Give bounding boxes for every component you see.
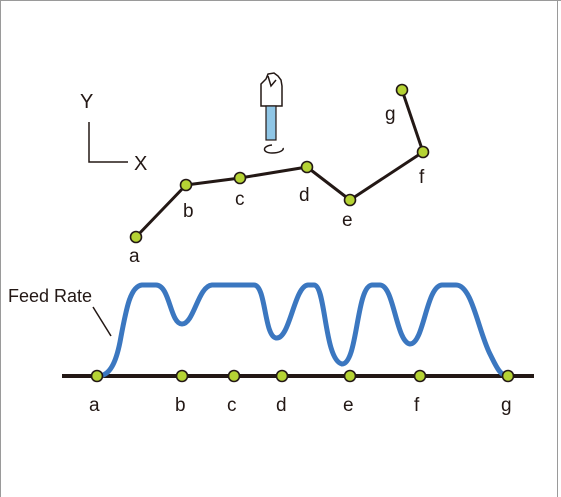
timeline-point-d	[275, 369, 289, 383]
timeline-label-e: e	[343, 395, 354, 416]
toolpath-label-b: b	[183, 201, 194, 222]
feed-rate-label: Feed Rate	[8, 286, 92, 306]
y-axis-label: Y	[80, 91, 93, 113]
toolpath-point-b	[179, 178, 193, 192]
toolpath-label-c: c	[235, 189, 245, 210]
toolpath-point-c	[233, 171, 247, 185]
toolpath-point-a	[129, 230, 143, 244]
toolpath-point-g	[395, 83, 409, 97]
toolpath-label-d: d	[299, 185, 310, 206]
toolpath-point-f	[416, 145, 430, 159]
toolpath-label-g: g	[385, 104, 396, 125]
toolpath-point-d	[300, 160, 314, 174]
timeline-point-g	[501, 369, 515, 383]
toolpath-points	[129, 83, 430, 244]
x-axis-label: X	[134, 153, 147, 175]
timeline-labels: a b c d e f g	[89, 395, 512, 416]
timeline-points	[90, 369, 515, 383]
timeline-point-b	[175, 369, 189, 383]
timeline-point-a	[90, 369, 104, 383]
toolpath-label-f: f	[419, 167, 425, 188]
feed-rate-curve	[95, 282, 511, 379]
toolpath-point-e	[343, 193, 357, 207]
timeline-label-a: a	[89, 395, 100, 416]
timeline-label-g: g	[501, 395, 512, 416]
axis-indicator: Y X	[80, 91, 147, 175]
timeline-label-f: f	[414, 395, 420, 416]
feed-rate-leader	[92, 306, 112, 337]
toolpath-line	[134, 88, 425, 239]
toolpath-labels: a b c d e f g	[129, 104, 425, 267]
timeline-point-e	[343, 369, 357, 383]
timeline-point-c	[227, 369, 241, 383]
toolpath-label-e: e	[342, 210, 353, 231]
axis-corner	[88, 122, 128, 163]
timeline-point-f	[413, 369, 427, 383]
timeline-label-c: c	[227, 395, 237, 416]
cutting-tool-icon	[260, 72, 284, 154]
timeline-label-d: d	[276, 395, 287, 416]
timeline-label-b: b	[175, 395, 186, 416]
toolpath-label-a: a	[129, 246, 140, 267]
